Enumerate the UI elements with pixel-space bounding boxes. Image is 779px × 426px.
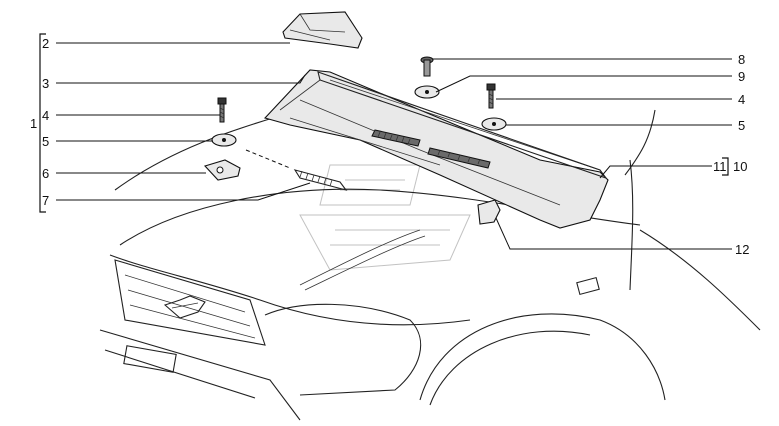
- part-3-cowl-panel: [263, 69, 609, 229]
- callout-part-5-right: 5: [738, 118, 746, 133]
- callout-part-9: 9: [738, 69, 746, 84]
- leader-lines: [56, 42, 732, 250]
- callout-part-4-right: 4: [738, 92, 746, 107]
- watermark-logo: [299, 164, 471, 271]
- part-7-spring: [293, 169, 348, 191]
- callout-part-5-left: 5: [42, 134, 50, 149]
- callout-part-3: 3: [42, 76, 50, 91]
- callout-part-11: 11: [713, 159, 727, 174]
- callout-part-4-left: 4: [42, 108, 50, 123]
- part-2-cover: [282, 11, 363, 49]
- part-5-washer-left: [211, 133, 237, 147]
- part-4-screw-right: [486, 83, 496, 109]
- part-11-seal-strip: [317, 71, 608, 180]
- part-4-screw-left: [217, 97, 227, 123]
- callout-group-1: 1: [30, 116, 38, 131]
- part-12-clip: [477, 199, 501, 225]
- callout-part-7: 7: [42, 193, 50, 208]
- callout-part-12: 12: [735, 242, 750, 257]
- group-1-bracket: [39, 33, 46, 213]
- part-8-screw: [420, 56, 434, 77]
- group-10-bracket: [722, 157, 729, 176]
- part-5-washer-right: [481, 117, 507, 131]
- part-9-washer: [414, 85, 440, 99]
- callout-group-10: 10: [733, 159, 748, 174]
- part-6-bracket: [203, 159, 241, 181]
- car-body-outline: [99, 109, 761, 421]
- callout-part-2: 2: [42, 36, 50, 51]
- callout-part-8: 8: [738, 52, 746, 67]
- callout-part-6: 6: [42, 166, 50, 181]
